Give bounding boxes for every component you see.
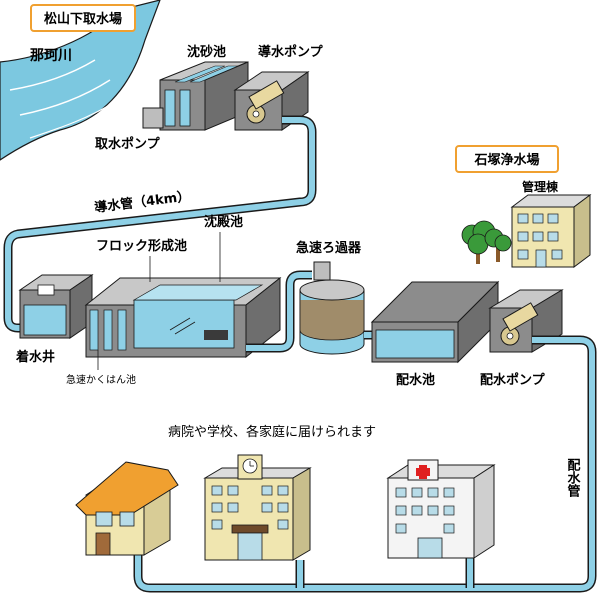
school-icon bbox=[203, 454, 312, 561]
house-icon bbox=[75, 461, 179, 556]
intake-pump-label: 取水ポンプ bbox=[95, 136, 161, 152]
rapid-filter-label: 急速ろ過器 bbox=[296, 240, 362, 256]
floc-basin-label: フロック形成池 bbox=[96, 238, 187, 254]
tree-icon bbox=[461, 220, 512, 264]
delivery-caption: 病院や学校、各家庭に届けられます bbox=[168, 424, 376, 440]
hospital-icon bbox=[386, 459, 496, 559]
admin-building-icon bbox=[510, 194, 592, 268]
admin-building-label: 管理棟 bbox=[522, 179, 559, 194]
conveyance-pump-label: 導水ポンプ bbox=[258, 44, 324, 60]
receiving-well bbox=[18, 274, 94, 339]
sand-basin-label: 沈砂池 bbox=[187, 44, 226, 60]
conveyance-pump bbox=[233, 71, 310, 131]
river bbox=[0, 0, 161, 161]
intake-pump bbox=[142, 107, 164, 129]
receiving-well-label: 着水井 bbox=[15, 349, 55, 365]
distribution-reservoir bbox=[370, 280, 500, 364]
conveyance-pipe bbox=[3, 115, 317, 333]
svg-text:松山下取水場: 松山下取水場 bbox=[44, 11, 122, 27]
sedimentation-basin-label: 沈殿池 bbox=[204, 214, 243, 230]
pump-icon bbox=[500, 302, 539, 346]
svg-text:石塚浄水場: 石塚浄水場 bbox=[473, 152, 539, 168]
intake-station-title: 松山下取水場 bbox=[30, 4, 136, 32]
distribution-pipe-label: 配水管 bbox=[565, 458, 581, 498]
rapid-mixing-basin-label: 急速かくはん池 bbox=[66, 373, 136, 386]
river-label: 那珂川 bbox=[30, 48, 72, 64]
floc-sedimentation-basin bbox=[84, 276, 282, 359]
pipe-to-filter bbox=[246, 270, 312, 353]
distribution-pump-label: 配水ポンプ bbox=[480, 372, 546, 388]
distribution-reservoir-label: 配水池 bbox=[396, 372, 435, 388]
rapid-filter bbox=[299, 261, 365, 355]
sand-basin bbox=[159, 61, 249, 131]
pump-icon bbox=[246, 80, 285, 124]
purification-plant-title: 石塚浄水場 bbox=[455, 145, 559, 173]
